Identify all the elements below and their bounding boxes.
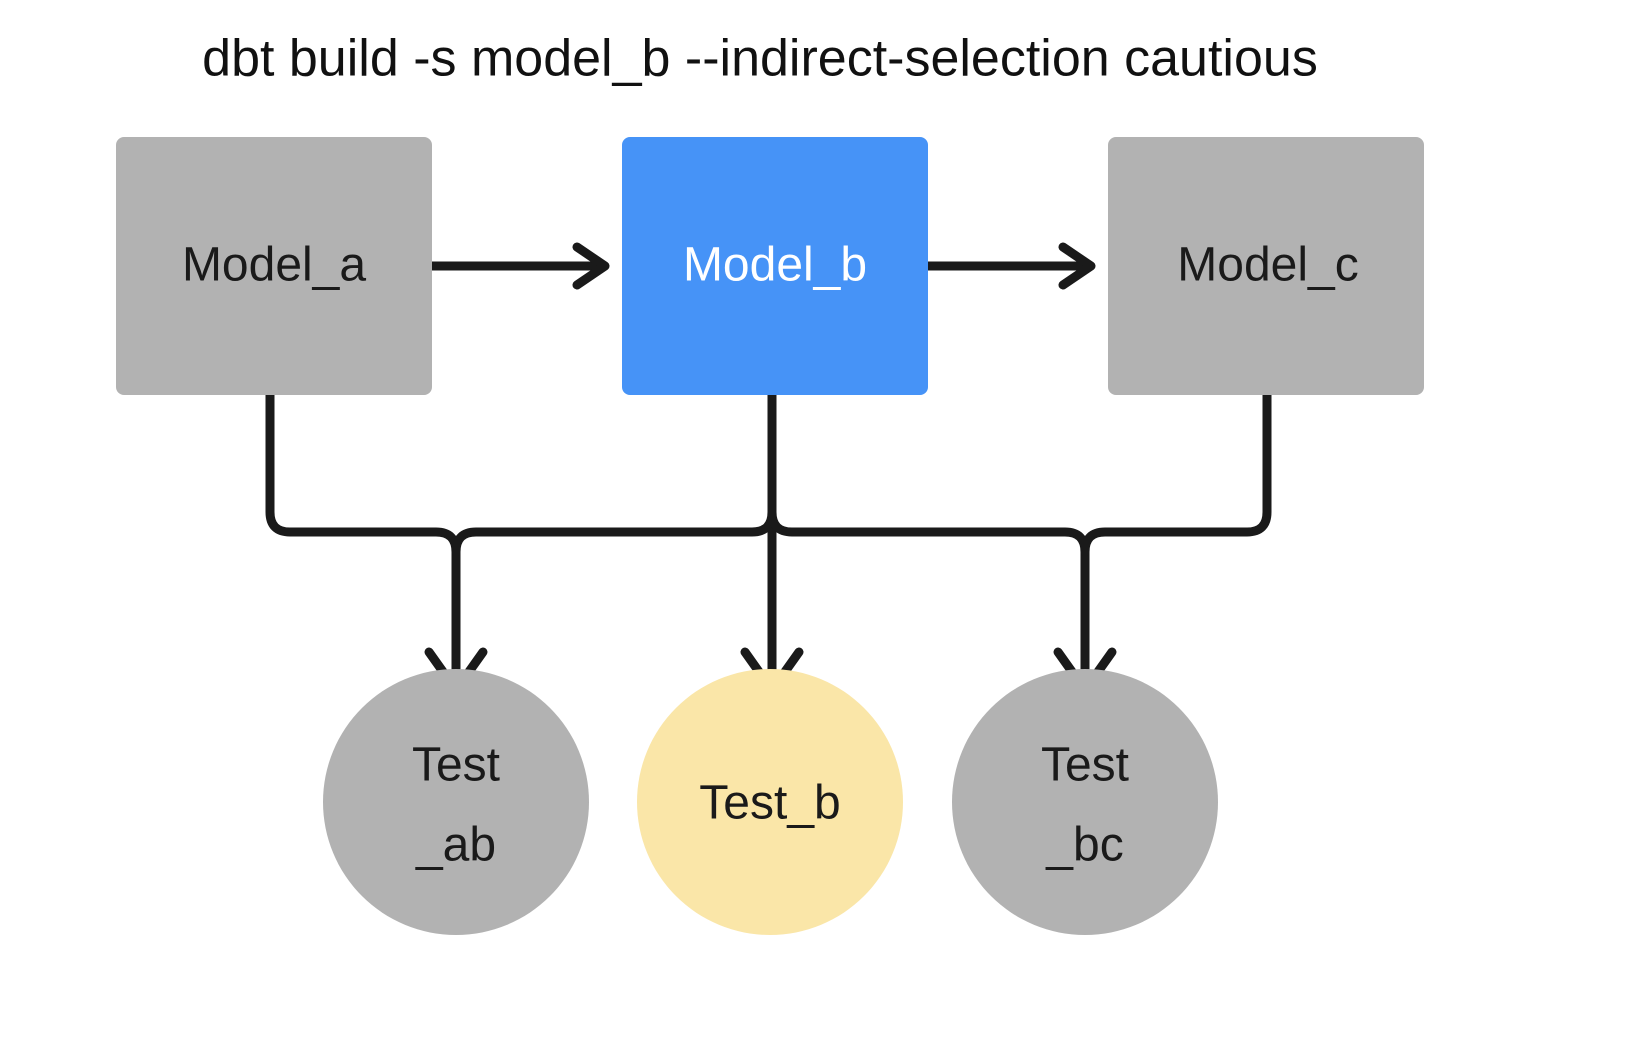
node-model-a-shape[interactable] [116, 137, 432, 395]
node-model-c[interactable]: Model_c [1108, 137, 1424, 395]
node-model-b-label: Model_b [683, 239, 867, 292]
edge-model-b-to-test-ab [451, 390, 777, 557]
node-test-b-label-line-1: Test_b [699, 777, 840, 830]
edge-model-b-to-model-c [923, 242, 1096, 290]
node-test-ab[interactable]: Test _ab [323, 669, 589, 935]
page-title: dbt build -s model_b --indirect-selectio… [202, 30, 1318, 88]
node-test-ab-label-line-2: _ab [415, 819, 496, 872]
node-model-c-label: Model_c [1177, 239, 1358, 292]
edge-model-c-to-test-bc [1080, 390, 1272, 557]
node-model-b-shape[interactable] [622, 137, 928, 395]
node-model-c-shape[interactable] [1108, 137, 1424, 395]
node-test-ab-label-line-1: Test [412, 739, 500, 792]
model-node-layer: Model_a Model_b Model_c [116, 137, 1424, 395]
node-test-bc-shape[interactable] [952, 669, 1218, 935]
node-test-bc[interactable]: Test _bc [952, 669, 1218, 935]
test-node-layer: Test _ab Test_b Test _bc [323, 669, 1218, 935]
node-test-bc-label-line-1: Test [1041, 739, 1129, 792]
node-model-a[interactable]: Model_a [116, 137, 432, 395]
node-test-b-shape[interactable] [637, 669, 903, 935]
edge-model-a-to-model-b [427, 242, 610, 290]
edge-model-a-to-test-ab [265, 390, 488, 695]
node-test-b[interactable]: Test_b [637, 669, 903, 935]
node-model-a-label: Model_a [182, 239, 366, 292]
edge-model-b-to-test-bc [767, 390, 1117, 695]
node-test-ab-shape[interactable] [323, 669, 589, 935]
node-test-bc-label-line-2: _bc [1045, 819, 1123, 872]
node-model-b[interactable]: Model_b [622, 137, 928, 395]
